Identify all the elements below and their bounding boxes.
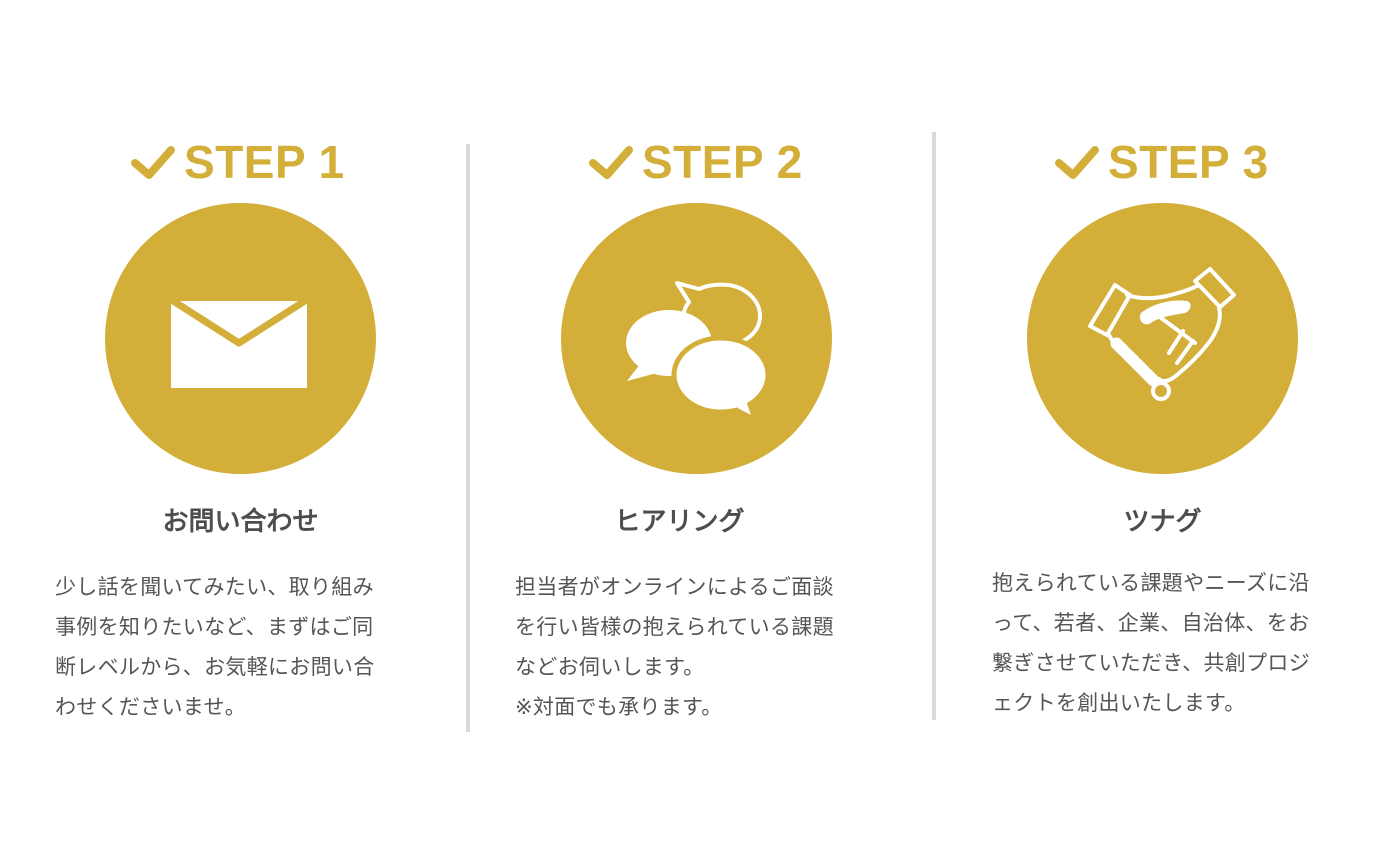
step-1: STEP 1 お問い合わせ 少し話を聞いてみたい、取り組み 事例を知りたいなど、… — [0, 0, 470, 864]
step-2-description-line: 担当者がオンラインによるご面談 — [515, 575, 834, 599]
step-2-circle — [561, 203, 832, 474]
step-3-description-line: って、若者、企業、自治体、をお — [992, 611, 1310, 635]
step-2-label: STEP 2 — [642, 136, 803, 188]
step-1-description-line: 少し話を聞いてみたい、取り組み — [55, 575, 374, 599]
handshake-icon — [1088, 267, 1236, 401]
step-3-circle — [1027, 203, 1298, 474]
check-icon — [131, 146, 175, 179]
step-1-description: 少し話を聞いてみたい、取り組み 事例を知りたいなど、まずはご同 断レベルから、お… — [55, 567, 375, 727]
check-icon — [1055, 146, 1099, 179]
step-1-circle — [105, 203, 376, 474]
step-3: STEP 3 — [934, 0, 1397, 864]
step-1-label: STEP 1 — [184, 136, 345, 188]
step-3-description-line: 抱えられている課題やニーズに沿 — [992, 571, 1310, 595]
step-2: STEP 2 ヒアリング 担当者がオンラインによるご面談 を行い皆様の抱えられて… — [470, 0, 934, 864]
envelope-icon — [165, 294, 313, 388]
step-1-title: お問い合わせ — [162, 507, 319, 537]
divider-2 — [932, 132, 936, 720]
check-icon — [589, 146, 633, 179]
speech-bubbles-icon — [626, 281, 771, 415]
step-2-description-line: などお伺いします。 — [515, 655, 705, 679]
step-2-description-line: ※対面でも承ります。 — [515, 695, 723, 719]
step-2-title: ヒアリング — [614, 507, 745, 537]
step-3-heading: STEP 3 — [1054, 132, 1269, 192]
step-3-description: 抱えられている課題やニーズに沿 って、若者、企業、自治体、をお 繋ぎさせていただ… — [992, 563, 1310, 723]
divider-1 — [466, 144, 470, 732]
step-3-title: ツナグ — [1123, 507, 1202, 537]
step-1-description-line: 事例を知りたいなど、まずはご同 — [55, 615, 374, 639]
step-3-label: STEP 3 — [1108, 136, 1269, 188]
step-2-description: 担当者がオンラインによるご面談 を行い皆様の抱えられている課題 などお伺いします… — [515, 567, 834, 727]
step-1-heading: STEP 1 — [130, 132, 345, 192]
step-2-description-line: を行い皆様の抱えられている課題 — [515, 615, 834, 639]
step-3-description-line: ェクトを創出いたします。 — [992, 691, 1246, 715]
step-1-description-line: 断レベルから、お気軽にお問い合 — [55, 655, 375, 679]
step-1-description-line: わせくださいませ。 — [55, 695, 247, 719]
step-2-heading: STEP 2 — [588, 132, 803, 192]
step-3-description-line: 繋ぎさせていただき、共創プロジ — [992, 651, 1311, 675]
